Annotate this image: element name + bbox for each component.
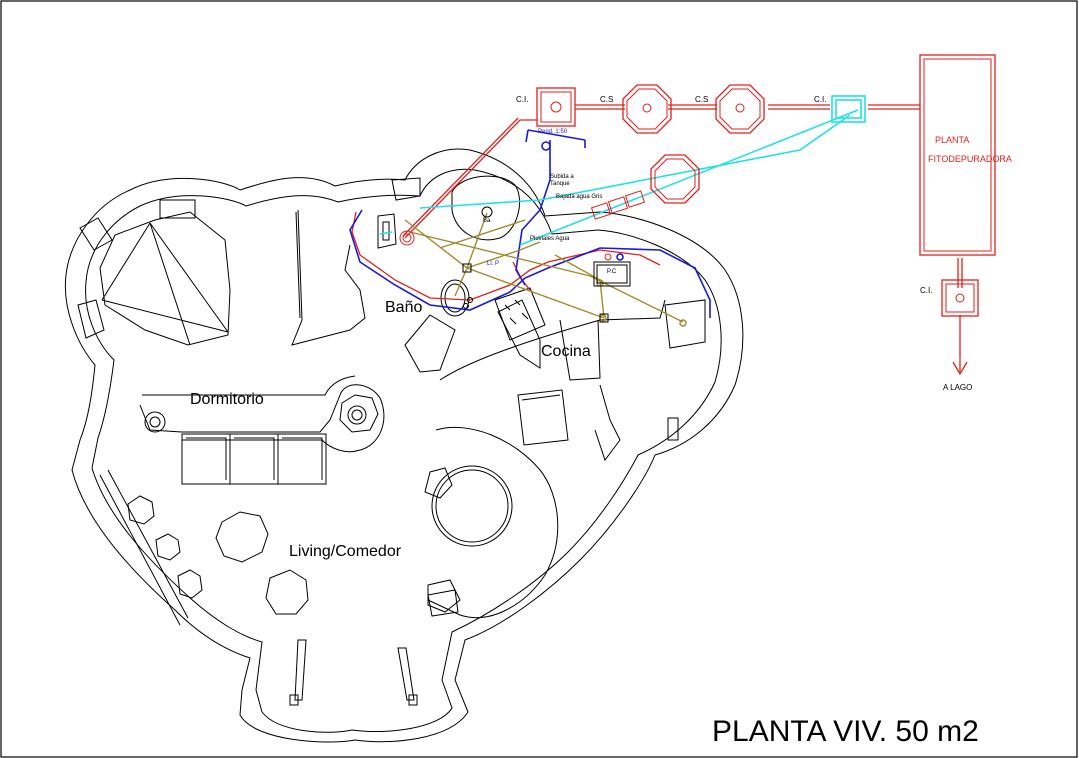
grease-trap: [593, 261, 631, 287]
fixture-markers: [399, 141, 624, 323]
treatment-plant: [919, 54, 996, 256]
black-water-pipes: [351, 104, 968, 376]
room-label-living: Living/Comedor: [289, 543, 402, 560]
grease-trap-label: P.C: [607, 269, 617, 275]
gray-down-label: Bajada agua Gris: [556, 194, 602, 200]
small-chambers: [590, 190, 646, 220]
plant-label-line-1: PLANTA: [935, 135, 969, 145]
chamber-label-ci-left: C.I.: [516, 95, 528, 104]
outlet-label: A LAGO: [943, 383, 972, 392]
vent-lines: [379, 95, 866, 246]
septic-chamber-1: [622, 84, 672, 134]
chamber-label-cs-1: C.S: [600, 95, 613, 104]
inspection-chamber-lower: [941, 279, 979, 317]
supply-lines: [404, 212, 687, 327]
plan-title: PLANTA VIV. 50 m2: [712, 715, 979, 748]
slope-label: Pend. 1:50: [538, 129, 568, 135]
chamber-label-cs-2: C.S: [695, 95, 708, 104]
roof-water-label: Pluviales Agua: [530, 236, 570, 242]
room-label-cocina: Cocina: [541, 343, 591, 360]
chamber-label-ci-right: C.I.: [814, 95, 826, 104]
room-label-dormitorio: Dormitorio: [190, 391, 264, 408]
rise-label-1: Subida a: [550, 174, 574, 180]
septic-chamber-2: [715, 84, 765, 134]
house-walls: [64, 148, 744, 743]
plant-label-line-2: FITODEPURADORA: [928, 154, 1012, 164]
lp-label: Ll. P: [487, 261, 499, 267]
chamber-label-ci-lower: C.I.: [920, 286, 932, 295]
ba-label: Ba: [483, 218, 491, 224]
room-label-bano: Baño: [385, 299, 422, 316]
inspection-chamber-left: [536, 87, 576, 127]
septic-chamber-3: [650, 154, 700, 204]
rise-label-2: Tanque: [550, 181, 570, 187]
gray-water-pipes: [349, 129, 711, 318]
